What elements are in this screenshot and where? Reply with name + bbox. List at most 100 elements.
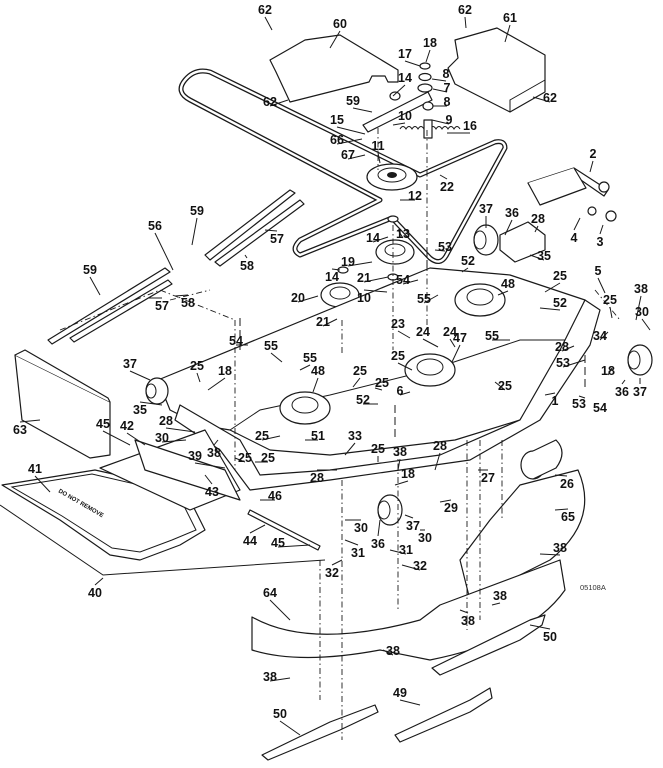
callout-25: 25: [190, 359, 204, 383]
callout-number: 25: [553, 269, 567, 283]
belt-guide-mid: [214, 199, 305, 267]
callout-leader-line: [439, 174, 448, 180]
callout-leader-line: [126, 432, 146, 446]
callout-38: 38: [634, 282, 648, 321]
callout-number: 35: [133, 403, 147, 417]
callout-leader-line: [529, 624, 551, 630]
callout-55: 55: [299, 351, 317, 371]
callout-number: 54: [396, 273, 410, 287]
callout-number: 62: [543, 91, 557, 105]
callout-leader-line: [329, 30, 341, 49]
callout-leader-line: [589, 160, 594, 173]
callout-leader-line: [464, 16, 467, 29]
callout-number: 25: [375, 376, 389, 390]
callout-7: 7: [432, 81, 451, 95]
callout-leader-line: [392, 122, 406, 126]
chute-rod: [247, 509, 321, 551]
callout-number: 28: [433, 439, 447, 453]
callout-38: 38: [491, 589, 507, 606]
callout-12: 12: [400, 189, 422, 203]
callout-number: 38: [393, 445, 407, 459]
callout-number: 36: [0, 0, 7, 3]
callout-number: 25: [603, 293, 617, 307]
callout-leader-line: [532, 96, 551, 103]
callout-number: 25: [238, 451, 252, 465]
callout-leader-line: [544, 282, 561, 293]
callout-leader-line: [562, 359, 586, 368]
callout-53: 53: [556, 356, 586, 370]
callout-number: 21: [357, 271, 371, 285]
callout-59: 59: [83, 263, 101, 296]
callout-leader-line: [234, 457, 246, 463]
callout-31: 31: [389, 543, 413, 557]
callout-number: 22: [440, 180, 454, 194]
callout-leader-line: [404, 60, 421, 67]
callout-36: 36: [615, 379, 629, 399]
callout-leader-line: [599, 331, 609, 341]
callout-38: 38: [393, 445, 407, 471]
callout-30: 30: [345, 519, 368, 535]
callout-leader-line: [529, 254, 545, 261]
callout-15: 15: [330, 113, 366, 135]
chute-hinge-bracket: [134, 439, 241, 501]
callout-number: 45: [271, 536, 285, 550]
callout-leader-line: [336, 138, 363, 145]
callout-number: 25: [391, 349, 405, 363]
callout-leader-line: [196, 372, 201, 383]
callout-number: 28: [555, 340, 569, 354]
callout-4: 4: [571, 217, 581, 245]
callout-leader-line: [269, 677, 291, 682]
callout-leader-line: [374, 387, 383, 391]
callout-number: 46: [268, 489, 282, 503]
callout-leader-line: [434, 249, 446, 252]
blade-50-right: [431, 614, 546, 676]
callout-44: 44: [243, 524, 266, 548]
callout-57: 57: [148, 297, 169, 313]
callout-number: 8: [443, 67, 450, 81]
callout-number: 57: [270, 232, 284, 246]
callout-58: 58: [174, 294, 195, 310]
callout-number: 43: [205, 485, 219, 499]
callout-62: 62: [263, 95, 289, 109]
callout-leader-line: [89, 276, 101, 296]
callout-number: 59: [346, 94, 360, 108]
callout-number: 25: [261, 451, 275, 465]
callout-14: 14: [325, 268, 341, 284]
callout-number: 8: [444, 95, 451, 109]
callout-number: 61: [503, 11, 517, 25]
callout-number: 36: [615, 385, 629, 399]
callout-13: 13: [396, 227, 410, 241]
callout-number: 42: [120, 419, 134, 433]
callout-37: 37: [633, 378, 647, 399]
callout-number: 44: [243, 534, 257, 548]
callout-45: 45: [271, 536, 311, 550]
callout-number: 49: [393, 686, 407, 700]
callout-number: 54: [229, 334, 243, 348]
callout-leader-line: [377, 519, 381, 537]
callout-leader-line: [277, 544, 311, 548]
callout-48: 48: [311, 364, 325, 393]
callout-42: 42: [120, 419, 146, 446]
callout-number: 26: [560, 477, 574, 491]
callout-number: 51: [311, 429, 325, 443]
callout-28: 28: [531, 212, 545, 233]
callout-number: 37: [633, 385, 647, 399]
callout-number: 64: [263, 586, 277, 600]
callout-1: 1: [544, 392, 559, 408]
callout-2: 2: [589, 147, 597, 173]
callout-36: 36: [371, 519, 385, 551]
callout-number: 17: [398, 47, 412, 61]
callout-18: 18: [207, 364, 232, 391]
callout-number: 50: [543, 630, 557, 644]
callout-number: 20: [291, 291, 305, 305]
callout-leader-line: [34, 475, 51, 493]
callout-leader-line: [102, 430, 131, 446]
callout-35: 35: [529, 249, 551, 263]
callout-leader-line: [270, 352, 283, 363]
callout-55: 55: [485, 329, 510, 343]
callout-number: 45: [96, 417, 110, 431]
callout-61: 61: [503, 11, 517, 43]
callout-number: 28: [159, 414, 173, 428]
callout-31: 31: [344, 539, 365, 560]
